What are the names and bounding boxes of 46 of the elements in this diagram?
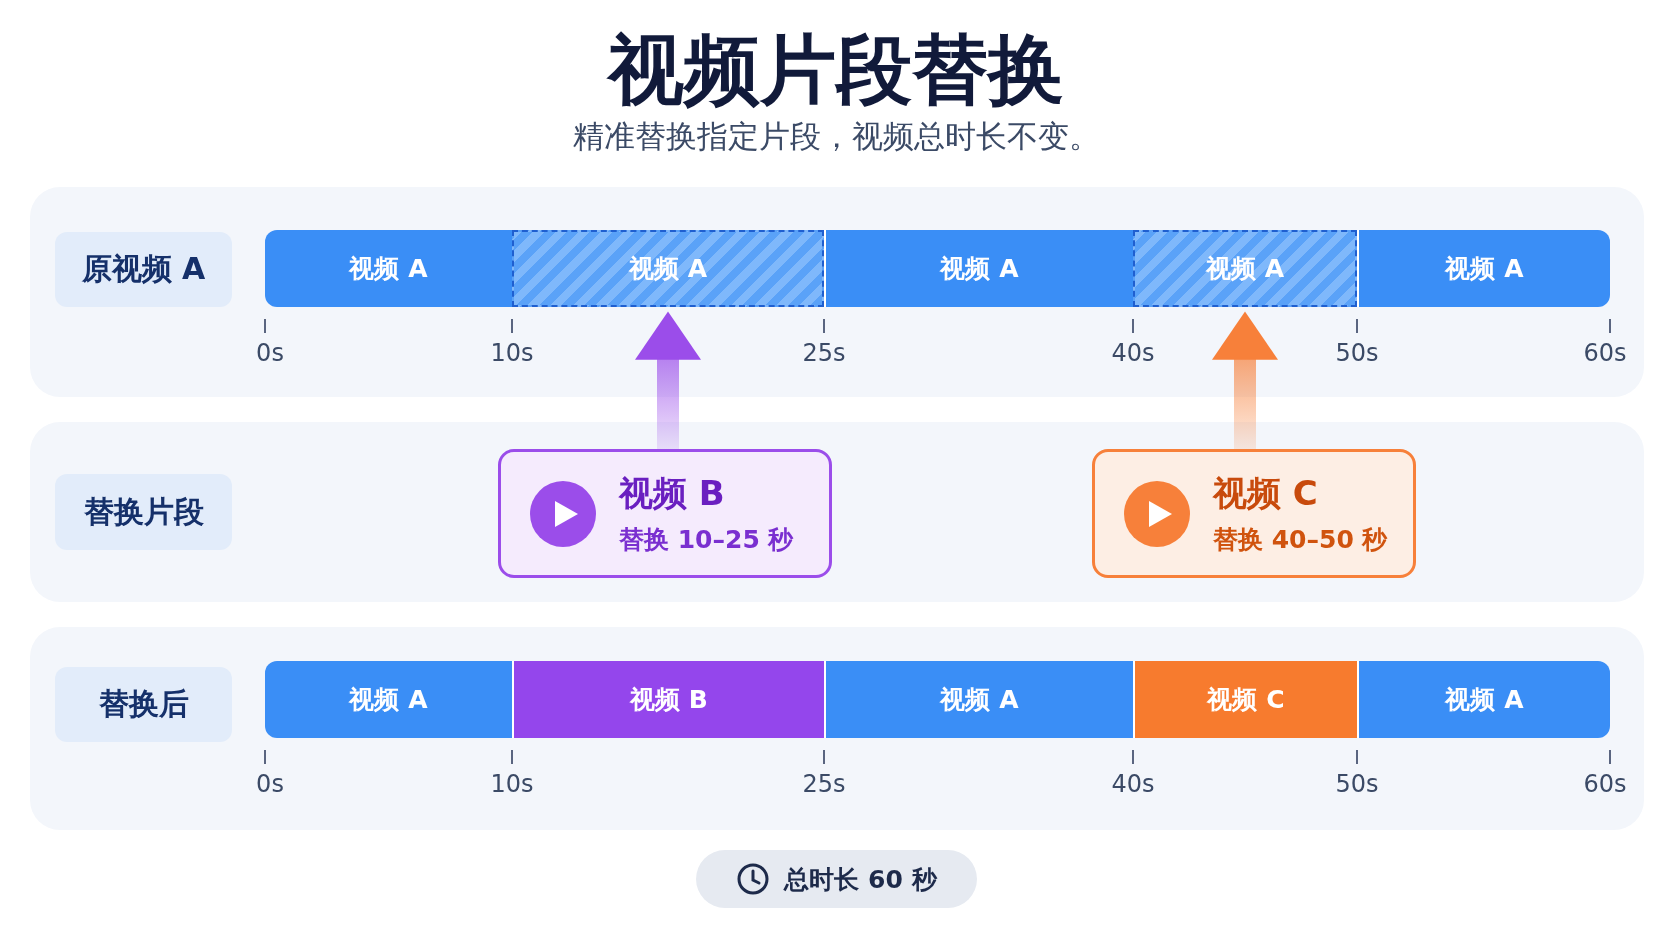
tick-label: 0s <box>255 770 285 798</box>
timeline-segment <box>824 230 1133 307</box>
segment-label: 视频 C <box>1207 684 1285 716</box>
arrow <box>1212 311 1278 449</box>
segment-label: 视频 A <box>628 253 708 285</box>
segment-label: 视频 A <box>940 684 1019 716</box>
segment-label: 视频 A <box>1445 684 1524 716</box>
clip-card <box>1092 449 1416 578</box>
duration-text: 总时长 60 秒 <box>784 863 937 896</box>
replaced-segment <box>1133 230 1357 307</box>
tick-label: 50s <box>1334 339 1380 367</box>
clip-range: 替换 10–25 秒 <box>619 524 794 556</box>
tick-label: 25s <box>801 770 847 798</box>
timeline-segment <box>512 661 824 738</box>
clip-title: 视频 B <box>619 472 726 515</box>
tick-label: 40s <box>1110 339 1156 367</box>
timeline-segment <box>265 661 512 738</box>
clip-card <box>498 449 832 578</box>
tick-label: 10s <box>489 339 535 367</box>
tick-label: 25s <box>801 339 847 367</box>
tick-label: 60s <box>1582 770 1628 798</box>
tick-label: 60s <box>1582 339 1628 367</box>
segment-label: 视频 A <box>940 253 1019 285</box>
tick-label: 50s <box>1334 770 1380 798</box>
segment-label: 视频 A <box>349 684 428 716</box>
replaced-segment <box>512 230 824 307</box>
segment-label: 视频 A <box>1445 253 1524 285</box>
clip-range: 替换 40–50 秒 <box>1213 524 1388 556</box>
row-label: 替换片段 <box>55 474 232 550</box>
timeline-segment <box>824 661 1133 738</box>
clip-title: 视频 C <box>1213 472 1319 515</box>
row-label: 原视频 A <box>55 232 232 307</box>
timeline-segment <box>1357 230 1610 307</box>
segment-label: 视频 B <box>630 684 708 716</box>
segment-label: 视频 A <box>1205 253 1285 285</box>
timeline-segment <box>1357 661 1610 738</box>
timeline-segment <box>265 230 512 307</box>
timeline-segment <box>1133 661 1357 738</box>
arrow <box>635 311 701 449</box>
title: 视频片段替换 <box>605 24 1065 116</box>
tick-label: 0s <box>255 339 285 367</box>
subtitle: 精准替换指定片段，视频总时长不变。 <box>571 117 1101 156</box>
segment-label: 视频 A <box>349 253 428 285</box>
tick-label: 40s <box>1110 770 1156 798</box>
row-label: 替换后 <box>55 667 232 742</box>
tick-label: 10s <box>489 770 535 798</box>
